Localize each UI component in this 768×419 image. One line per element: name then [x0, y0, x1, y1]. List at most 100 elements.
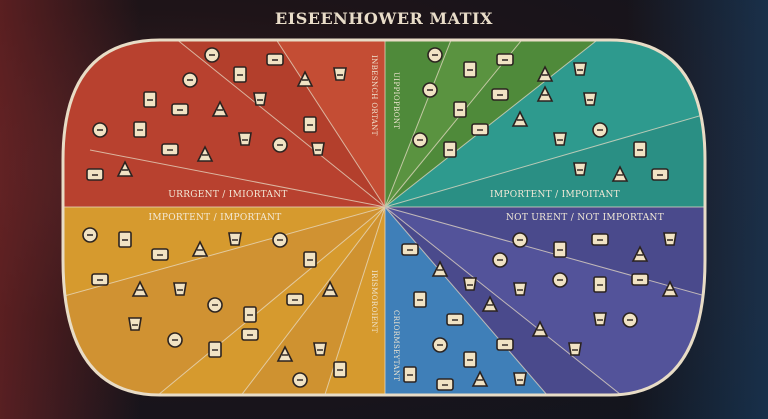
- pencil-icon: [311, 142, 325, 156]
- calendar-icon: [463, 351, 477, 368]
- fork-knife-icon: [91, 273, 109, 286]
- gear-icon: [536, 65, 554, 82]
- coffee-icon: [592, 122, 608, 138]
- calendar-icon: [133, 121, 147, 138]
- matrix-sectors: [63, 40, 705, 395]
- computer-icon: [333, 67, 347, 81]
- fruit-icon: [513, 372, 527, 386]
- house-icon: [86, 168, 104, 181]
- cup-icon: [128, 317, 142, 331]
- matrix-border: [61, 38, 707, 397]
- globe-icon: [208, 341, 222, 358]
- magnifier-icon: [413, 291, 427, 308]
- coffee-icon: [512, 232, 528, 248]
- clipboard-icon: [272, 232, 288, 248]
- page-title: EISEENHOWER MATIX: [275, 9, 493, 28]
- globe-icon: [303, 116, 317, 133]
- scissors-icon: [427, 47, 443, 63]
- label-urgent-important: URRGENT / IMIORTANT: [168, 190, 287, 200]
- trophy-icon: [211, 100, 229, 117]
- label-important-mustard: IMPORTENT / IMPORTANT: [148, 213, 281, 223]
- lightbulb-icon: [496, 53, 514, 66]
- gear-icon: [296, 70, 314, 87]
- spoke-label-bottom-left: IRISMOROIENT: [370, 270, 378, 333]
- fork-knife-icon: [491, 88, 509, 101]
- chair-icon: [276, 345, 294, 362]
- calendar-icon: [243, 306, 257, 323]
- trophy-icon: [481, 295, 499, 312]
- bug-icon: [333, 361, 347, 378]
- spoke-label-top-left: INBESNCH ORTANT: [370, 55, 378, 136]
- lightbulb-icon: [151, 248, 169, 261]
- sector-dividers: [63, 40, 705, 395]
- icon-layer: [82, 47, 679, 391]
- frying-pan-icon: [161, 143, 179, 156]
- chart-icon: [531, 320, 549, 337]
- computer-icon: [228, 232, 242, 246]
- fruit-icon: [583, 92, 597, 106]
- cup-icon: [568, 342, 582, 356]
- frying-pan-icon: [286, 293, 304, 306]
- pencil-icon: [663, 232, 677, 246]
- fork-knife-icon: [446, 313, 464, 326]
- fork-knife-icon: [171, 103, 189, 116]
- fruit-icon: [513, 282, 527, 296]
- cup-icon: [238, 132, 252, 146]
- cup-icon: [553, 132, 567, 146]
- frying-pan-icon: [496, 338, 514, 351]
- lightbulb-icon: [266, 53, 284, 66]
- label-important-teal: IMPORTENT / IMPOITANT: [490, 190, 620, 200]
- globe-icon: [553, 241, 567, 258]
- fork-knife-icon: [436, 378, 454, 391]
- computer-icon: [463, 277, 477, 291]
- fruit-icon: [253, 92, 267, 106]
- coffee-icon: [272, 137, 288, 153]
- chair-icon: [631, 245, 649, 262]
- globe-icon: [633, 141, 647, 158]
- clipboard-icon: [492, 252, 508, 268]
- chart-icon: [321, 280, 339, 297]
- coffee-icon: [167, 332, 183, 348]
- house-icon: [651, 168, 669, 181]
- gear-icon: [191, 240, 209, 257]
- bug-icon: [233, 66, 247, 83]
- trophy-icon: [471, 370, 489, 387]
- label-not-urgent: NOT URENT / NOT IMPORTANT: [506, 213, 664, 223]
- trophy-icon: [131, 280, 149, 297]
- clipboard-icon: [422, 82, 438, 98]
- lightbulb-icon: [631, 273, 649, 286]
- spoke-label-bottom-right: CRIORMSEYTANT: [392, 310, 400, 381]
- magnifier-icon: [303, 251, 317, 268]
- house-icon: [241, 328, 259, 341]
- pencil-icon: [573, 162, 587, 176]
- pencil-icon: [313, 342, 327, 356]
- frying-pan-icon: [471, 123, 489, 136]
- clock-icon: [92, 122, 108, 138]
- clipboard-icon: [182, 72, 198, 88]
- bug-icon: [118, 231, 132, 248]
- chart-icon: [196, 145, 214, 162]
- clock-icon: [412, 132, 428, 148]
- chart-icon: [511, 110, 529, 127]
- trophy-icon: [536, 85, 554, 102]
- computer-icon: [573, 62, 587, 76]
- scissors-icon: [82, 227, 98, 243]
- gear-icon: [661, 280, 679, 297]
- fruit-icon: [173, 282, 187, 296]
- scissors-icon: [292, 372, 308, 388]
- computer-icon: [593, 312, 607, 326]
- clock-icon: [432, 337, 448, 353]
- bug-icon: [463, 61, 477, 78]
- magnifier-icon: [403, 366, 417, 383]
- scissors-icon: [552, 272, 568, 288]
- house-icon: [591, 233, 609, 246]
- sector-indigo-stripe: [385, 207, 705, 395]
- gear-icon: [431, 260, 449, 277]
- clock-icon: [207, 297, 223, 313]
- clipboard-icon: [622, 312, 638, 328]
- scissors-icon: [204, 47, 220, 63]
- magnifier-icon: [453, 101, 467, 118]
- spoke-label-top-right: UIPPIOPBONT: [392, 72, 400, 130]
